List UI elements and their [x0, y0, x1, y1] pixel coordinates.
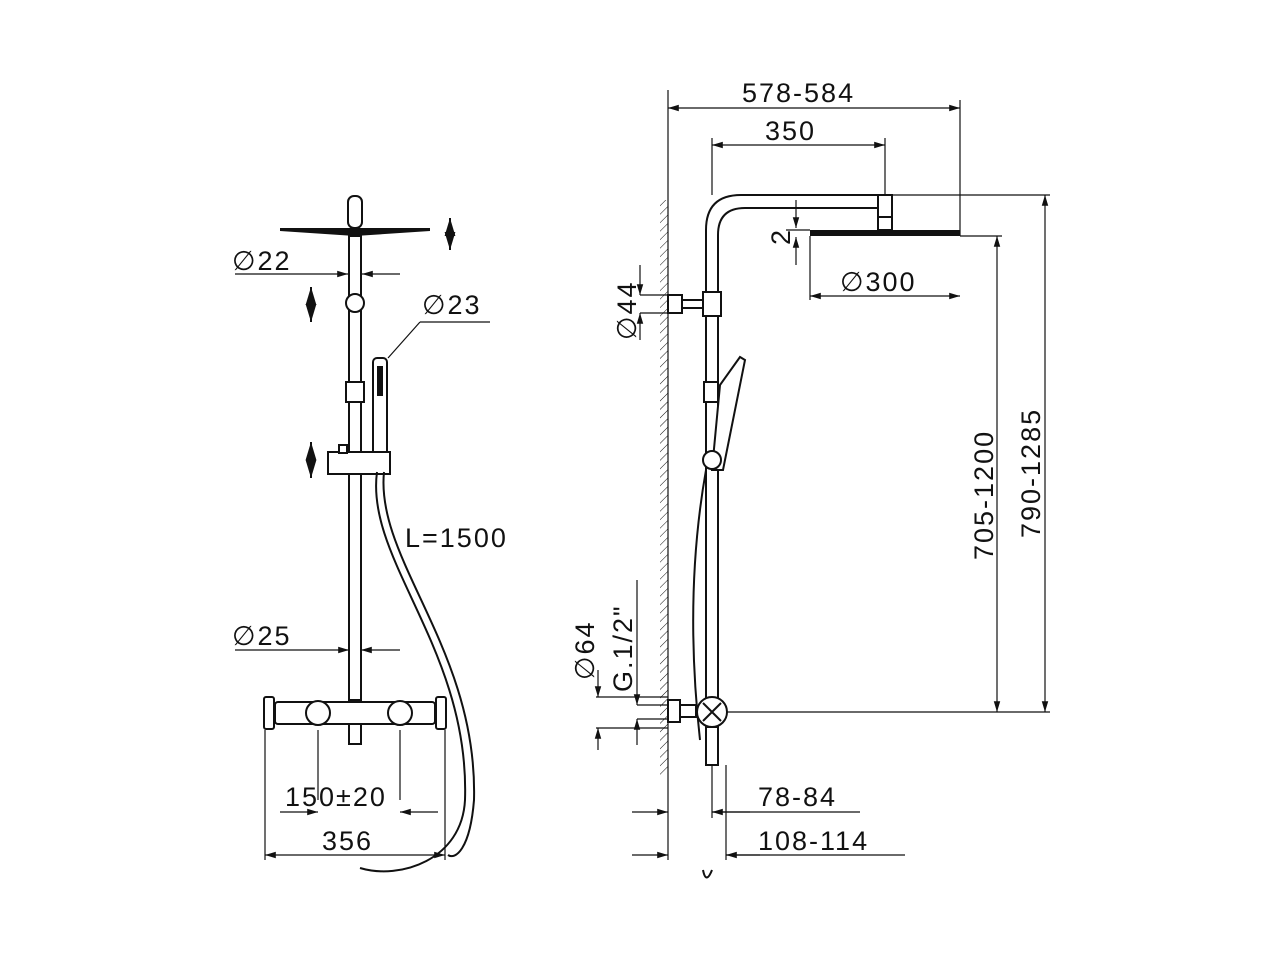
dim-thread: G.1/2" — [608, 604, 638, 692]
dim-arm-length: 350 — [765, 116, 816, 146]
dim-head-height: 705-1200 — [969, 430, 999, 560]
handle-right — [435, 696, 447, 730]
side-view: ∅44 ∅64 G.1/2" 578-584 350 — [570, 78, 1050, 879]
dim-riser: ∅25 — [232, 621, 292, 651]
dim-overall-projection: 578-584 — [742, 78, 855, 108]
dim-bracket: ∅44 — [612, 280, 642, 340]
dim-hose-length: L=1500 — [405, 523, 508, 553]
wall — [660, 200, 668, 775]
dim-riser-offset: 78-84 — [758, 782, 837, 812]
shower-head-side — [810, 230, 960, 236]
wall-bracket — [667, 294, 683, 314]
front-view: ∅22 ∅23 L=1500 ∅25 150±20 356 — [232, 195, 508, 873]
dim-escutcheon: ∅64 — [570, 620, 600, 680]
bracket-ball — [345, 293, 365, 313]
pipe-joint — [345, 381, 365, 403]
shower-head — [280, 228, 430, 236]
slider-side — [702, 450, 722, 470]
dim-head-pipe: ∅22 — [232, 246, 292, 276]
dim-hand-shower: ∅23 — [422, 290, 482, 320]
dim-mixer-depth: 108-114 — [758, 826, 869, 856]
dim-head-thickness: 2 — [766, 228, 796, 245]
riser-and-arm — [705, 194, 885, 760]
handle-left — [263, 696, 275, 730]
dim-head-diameter: ∅300 — [840, 267, 917, 297]
head-connector — [347, 195, 363, 229]
slider — [327, 451, 391, 475]
hose — [359, 471, 467, 873]
dim-overall-height: 790-1285 — [1016, 408, 1046, 538]
dim-mixer-width: 356 — [322, 826, 373, 856]
dim-inlet-centres: 150±20 — [285, 782, 387, 812]
